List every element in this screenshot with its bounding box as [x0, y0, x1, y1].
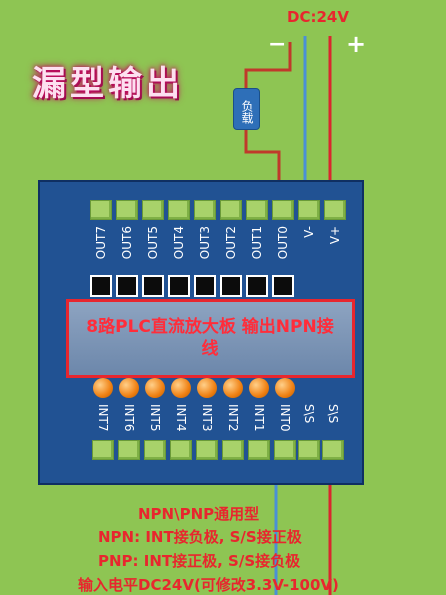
- input-terminal: [222, 440, 244, 460]
- input-label: S\S: [302, 404, 316, 424]
- input-terminal: [322, 440, 344, 460]
- output-terminal: [194, 200, 216, 220]
- output-label: OUT5: [146, 226, 160, 260]
- load-box: 负载: [233, 88, 260, 130]
- output-terminal: [298, 200, 320, 220]
- input-label: INT4: [174, 404, 188, 432]
- output-terminal: [90, 200, 112, 220]
- output-terminal: [142, 200, 164, 220]
- note-line-2: NPN: INT接负极, S/S接正极: [98, 528, 302, 546]
- input-label: INT1: [252, 404, 266, 432]
- input-terminal: [170, 440, 192, 460]
- input-terminal: [92, 440, 114, 460]
- indicator-led: [119, 378, 139, 398]
- relay-block: [90, 275, 112, 297]
- relay-block: [246, 275, 268, 297]
- relay-block: [142, 275, 164, 297]
- power-label: DC:24V: [287, 8, 349, 26]
- output-label: OUT0: [276, 226, 290, 260]
- input-terminal: [274, 440, 296, 460]
- banner-text: 8路PLC直流放大板 输出NPN接线: [86, 317, 334, 359]
- input-label: INT6: [122, 404, 136, 432]
- relay-block: [220, 275, 242, 297]
- output-label: OUT2: [224, 226, 238, 260]
- indicator-led: [223, 378, 243, 398]
- output-terminal: [324, 200, 346, 220]
- output-terminal: [272, 200, 294, 220]
- input-terminal: [248, 440, 270, 460]
- page-title: 漏型输出: [32, 64, 184, 104]
- input-terminal: [118, 440, 140, 460]
- output-terminal: [168, 200, 190, 220]
- output-label: V+: [328, 226, 342, 245]
- output-label: OUT6: [120, 226, 134, 260]
- indicator-led: [93, 378, 113, 398]
- output-label: OUT1: [250, 226, 264, 260]
- input-label: INT0: [278, 404, 292, 432]
- output-label: V-: [302, 226, 316, 238]
- load-wire: [244, 42, 292, 206]
- output-label: OUT7: [94, 226, 108, 260]
- input-label: INT5: [148, 404, 162, 432]
- input-terminal: [298, 440, 320, 460]
- relay-block: [194, 275, 216, 297]
- relay-block: [272, 275, 294, 297]
- relay-block: [168, 275, 190, 297]
- note-line-1: NPN\PNP通用型: [138, 505, 260, 523]
- note-line-4: 输入电平DC24V(可修改3.3V-100V): [78, 576, 339, 594]
- input-label: INT3: [200, 404, 214, 432]
- indicator-led: [171, 378, 191, 398]
- input-label: INT2: [226, 404, 240, 432]
- input-terminal: [196, 440, 218, 460]
- output-label: OUT3: [198, 226, 212, 260]
- plus-sign: +: [346, 30, 367, 58]
- banner-box: [66, 299, 355, 378]
- indicator-led: [197, 378, 217, 398]
- input-label: S\S: [326, 404, 340, 424]
- output-label: OUT4: [172, 226, 186, 260]
- relay-block: [116, 275, 138, 297]
- note-line-3: PNP: INT接正极, S/S接负极: [98, 552, 301, 570]
- indicator-led: [145, 378, 165, 398]
- output-terminal: [246, 200, 268, 220]
- input-label: INT7: [96, 404, 110, 432]
- indicator-led: [275, 378, 295, 398]
- indicator-led: [249, 378, 269, 398]
- output-terminal: [220, 200, 242, 220]
- input-terminal: [144, 440, 166, 460]
- output-terminal: [116, 200, 138, 220]
- minus-sign: −: [268, 32, 287, 57]
